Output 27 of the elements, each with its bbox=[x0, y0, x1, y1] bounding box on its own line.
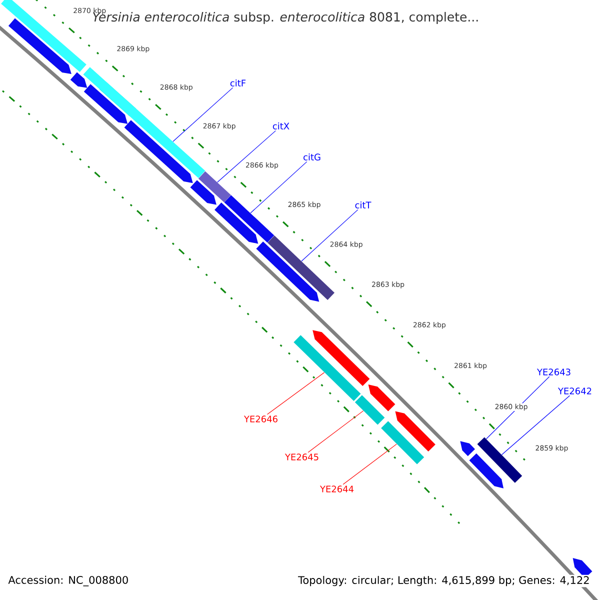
leader-line bbox=[342, 444, 397, 485]
leader-line bbox=[308, 410, 364, 453]
gene-label: YE2644 bbox=[320, 486, 354, 492]
gene-label: YE2645 bbox=[284, 454, 318, 460]
gene-label: citG bbox=[304, 154, 320, 160]
gene-bar bbox=[198, 171, 231, 202]
leader-line bbox=[250, 161, 308, 214]
gene-label: citT bbox=[355, 202, 372, 208]
gene-bar bbox=[294, 335, 361, 401]
gene-label: YE2643 bbox=[536, 368, 570, 376]
leader-line bbox=[486, 376, 550, 440]
leader-line bbox=[501, 395, 570, 456]
genome-info-label: Topology: circular; Length: 4,615,899 bp; Genes: 4,122 bbox=[297, 574, 591, 588]
accession-label: Accession: NC_008800 bbox=[8, 576, 128, 586]
gene-label: citX bbox=[272, 122, 290, 130]
leader-line bbox=[172, 87, 234, 142]
leader-line bbox=[217, 130, 276, 183]
gene-bar bbox=[381, 421, 424, 464]
gene-bar bbox=[477, 437, 522, 483]
title: Yersinia enterocolitica subsp. enterocolitica 8081, complete... bbox=[92, 12, 478, 24]
gene-label: citF bbox=[230, 80, 246, 86]
gene-label: YE2646 bbox=[244, 416, 278, 422]
gene-bar bbox=[354, 395, 385, 425]
leader-line bbox=[266, 372, 325, 415]
gene-label: YE2642 bbox=[558, 388, 592, 394]
gene-bar bbox=[224, 195, 274, 243]
leader-line bbox=[301, 209, 358, 262]
